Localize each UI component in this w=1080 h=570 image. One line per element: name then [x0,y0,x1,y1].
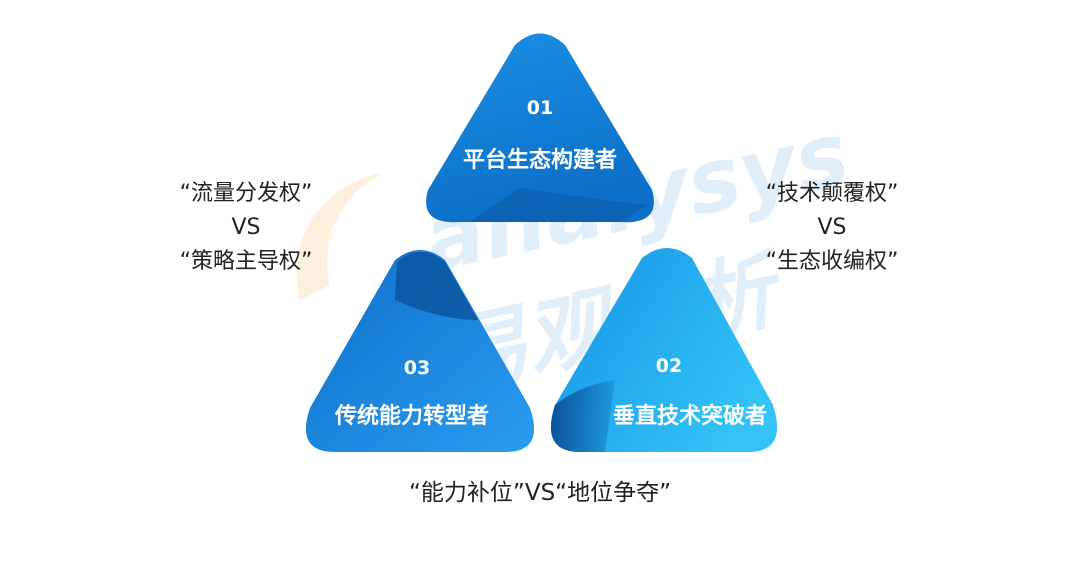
triangle-03: 03 传统能力转型者 [305,250,535,452]
triangle-01-shape [426,33,654,223]
triangle-03-title: 传统能力转型者 [334,403,489,429]
triangle-03-shape [305,250,535,452]
triangle-02-title: 垂直技术突破者 [613,403,767,429]
left-label-vs: VS [231,215,260,240]
right-label-vs: VS [817,215,846,240]
right-label: “技术颠覆权” VS “生态收编权” [766,181,899,274]
triangle-03-fold [395,252,478,320]
triangle-02-fold [550,380,615,452]
left-label-line1: “流量分发权” [180,181,313,206]
left-label-line3: “策略主导权” [180,249,313,274]
triangle-01-title: 平台生态构建者 [463,147,617,173]
triangle-01: 01 平台生态构建者 [426,33,654,223]
triangle-02-number: 02 [656,355,682,377]
bottom-label: “能力补位”VS“地位争夺” [409,480,671,506]
triangle-02: 02 垂直技术突破者 [550,248,778,452]
left-label: “流量分发权” VS “策略主导权” [180,181,313,274]
right-label-line1: “技术颠覆权” [766,181,899,206]
watermark-swoosh-icon [296,172,385,300]
right-label-line3: “生态收编权” [766,249,899,274]
triangle-01-number: 01 [527,97,553,119]
triangle-01-fold [470,188,648,222]
triangle-03-number: 03 [404,357,430,379]
